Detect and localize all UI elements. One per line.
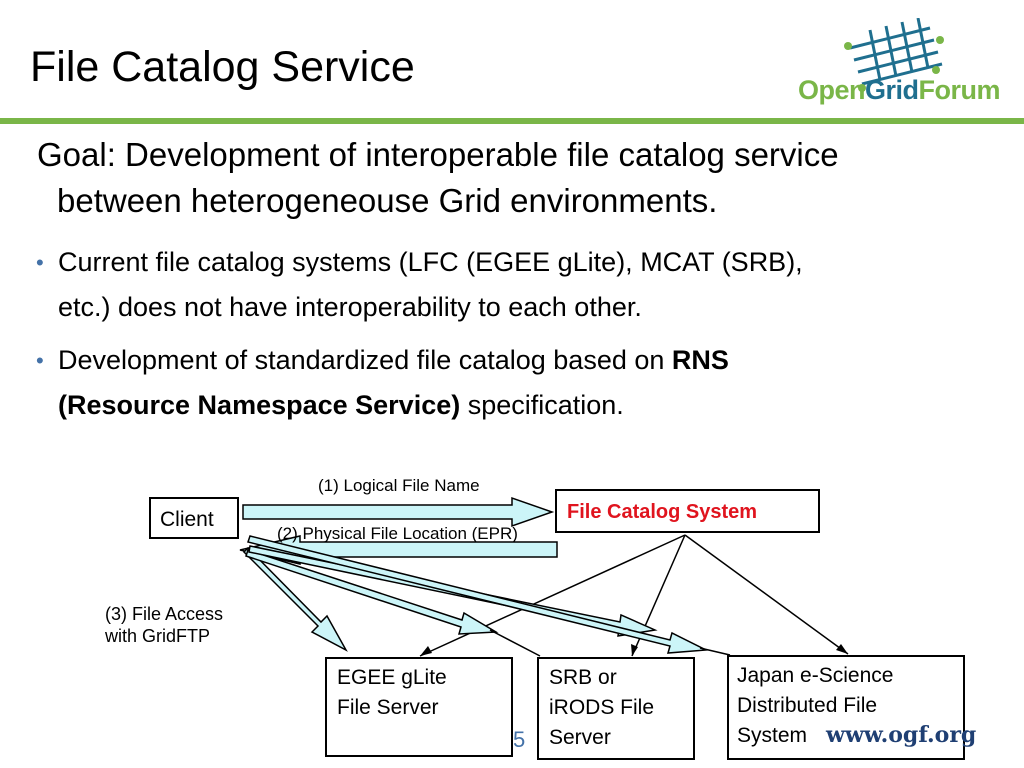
ogf-url-watermark: www.ogf.org (826, 722, 977, 748)
title-divider (0, 118, 1024, 124)
bullet-item: • Development of standardized file catal… (36, 338, 1016, 428)
egee-glite-file-server-box: EGEE gLite File Server (325, 657, 513, 757)
bullet-dot-icon: • (36, 348, 44, 373)
access-branch-japan (699, 647, 731, 656)
server-2-line-3: Server (549, 726, 611, 749)
page-number: 5 (513, 727, 526, 752)
server-3-line-3: System (737, 724, 808, 747)
srb-irods-file-server-box: SRB or iRODS File Server (537, 657, 695, 760)
goal-line-2: between heterogeneouse Grid environments… (57, 182, 718, 219)
opengridforum-logo: OpenGridForum (798, 75, 1001, 106)
goal-statement: Goal: Development of interoperable file … (37, 132, 1017, 224)
bullet-dot-icon: • (36, 250, 44, 275)
goal-line-1: Goal: Development of interoperable file … (37, 136, 839, 173)
bullet-item: • Current file catalog systems (LFC (EGE… (36, 240, 1016, 330)
logo-word-forum: Forum (918, 75, 1001, 105)
connector-catalog-to-egee (419, 534, 686, 657)
bullet-2-post: specification. (460, 390, 624, 420)
access-branch-srb (489, 629, 541, 657)
bullet-1-line-2: etc.) does not have interoperability to … (58, 292, 642, 322)
arrowhead-egee (420, 646, 432, 656)
logical-file-name-label: (1) Logical File Name (318, 476, 480, 495)
bullet-2-bold-rns: RNS (671, 345, 729, 375)
arrowhead-srb (631, 644, 638, 656)
bullet-1-line-1: Current file catalog systems (LFC (EGEE … (58, 247, 803, 277)
bullet-2-bold-rns-full: (Resource Namespace Service) (58, 390, 461, 420)
connector-catalog-to-japan (684, 534, 849, 655)
bullet-text: Development of standardized file catalog… (36, 338, 1016, 428)
server-3-line-2: Distributed File (737, 694, 878, 717)
file-access-arrow-egee (242, 546, 348, 652)
slide-title: File Catalog Service (30, 43, 415, 91)
client-box: Client (149, 497, 239, 539)
arrowhead-japan (836, 644, 848, 654)
logical-file-name-arrow (242, 496, 555, 528)
file-access-line-1: (3) File Access (105, 604, 224, 624)
logo-word-grid: Grid (865, 75, 919, 105)
server-1-line-2: File Server (337, 696, 439, 719)
logo-word-open: Open (798, 75, 866, 105)
server-1-line-1: EGEE gLite (337, 666, 447, 689)
server-2-line-1: SRB or (549, 666, 617, 689)
japan-escience-file-system-box: Japan e-Science Distributed File System (727, 655, 965, 760)
physical-location-label: (2) Physical File Location (EPR) (277, 524, 518, 543)
file-access-line-2: with GridFTP (105, 626, 211, 646)
bullet-text: Current file catalog systems (LFC (EGEE … (36, 240, 1016, 330)
opengridforum-grid-icon (844, 18, 944, 92)
server-3-line-1: Japan e-Science (737, 664, 894, 687)
file-catalog-system-box: File Catalog System (555, 489, 820, 533)
file-access-arrow-srb (245, 549, 499, 635)
server-2-line-2: iRODS File (549, 696, 655, 719)
file-access-label: (3) File Access with GridFTP (105, 603, 223, 647)
bullet-2-pre: Development of standardized file catalog… (58, 345, 672, 375)
file-access-arrow-japan (247, 535, 709, 654)
